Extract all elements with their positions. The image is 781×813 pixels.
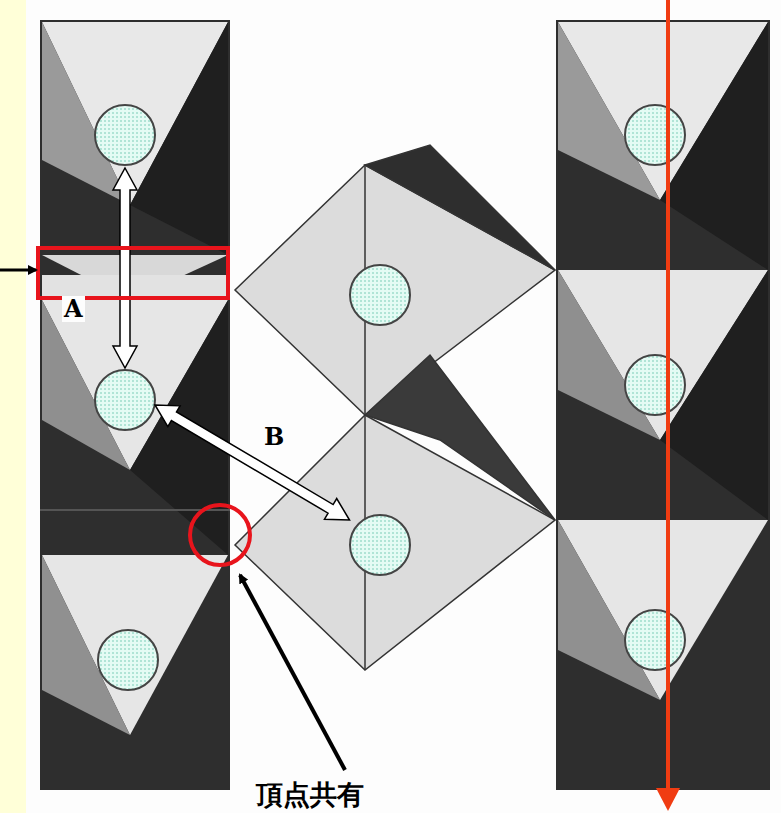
distance-label: A [62, 296, 85, 322]
pointer-arrow [0, 269, 36, 272]
atom [95, 105, 685, 690]
axis-arrowhead [656, 788, 680, 811]
axis-line [666, 0, 670, 790]
distance-label: B [262, 424, 286, 450]
highlight-circle [190, 505, 250, 565]
octahedron-chain-left [40, 20, 230, 790]
octahedron-middle [235, 145, 555, 670]
distance-arrow [113, 168, 356, 530]
highlight-box [38, 248, 228, 298]
figure-ground [26, 0, 781, 813]
pointer-arrow [240, 575, 345, 770]
callout-label: 頂点共有 [256, 780, 364, 810]
octahedron-chain-right [556, 20, 770, 790]
